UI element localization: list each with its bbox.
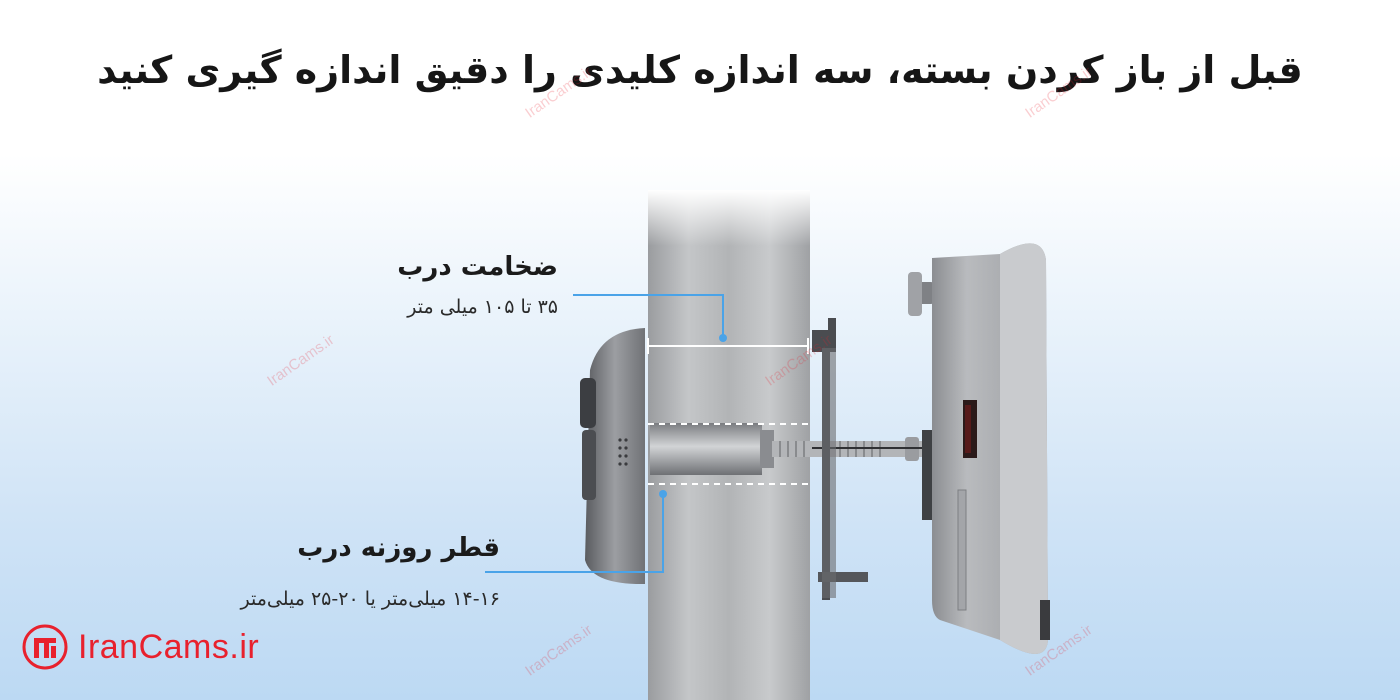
front-camera-body (585, 328, 645, 585)
door-thickness-title: ضخامت درب (397, 252, 558, 282)
thickness-callout (573, 294, 724, 337)
brand-logo-icon (22, 624, 68, 670)
bracket-foot (818, 572, 868, 582)
hole-callout (485, 495, 664, 573)
monitor-bezel (1000, 243, 1048, 655)
monitor-backplate (922, 430, 934, 520)
monitor-slot-accent (965, 405, 971, 453)
door-thickness-range: ۳۵ تا ۱۰۵ میلی متر (407, 296, 558, 318)
hole-diameter-range: ۱۴-۱۶ میلی‌متر یا ۲۰-۲۵ میلی‌متر (240, 588, 500, 610)
brand-name: IranCams.ir (78, 627, 260, 666)
hole-dashed-guides (648, 423, 808, 485)
lens-barrel (650, 423, 762, 475)
door-fade (648, 190, 810, 350)
barrel-end (760, 430, 774, 468)
camera-speaker-grille (618, 438, 628, 466)
monitor-side-tab (1040, 600, 1050, 640)
monitor-button-cap (908, 272, 922, 316)
monitor-panel-line (957, 489, 967, 611)
hole-diameter-title: قطر روزنه درب (297, 533, 500, 563)
brand-logo[interactable]: IranCams.ir (22, 624, 259, 670)
page-title: قبل از باز کردن بسته، سه اندازه کلیدی را… (97, 48, 1303, 92)
camera-sensor (582, 430, 596, 500)
thickness-dimension-line (647, 338, 809, 354)
thickness-callout-dot (719, 334, 727, 342)
camera-lens-housing (580, 378, 596, 428)
bracket-clip (822, 348, 836, 598)
hole-callout-dot (659, 490, 667, 498)
